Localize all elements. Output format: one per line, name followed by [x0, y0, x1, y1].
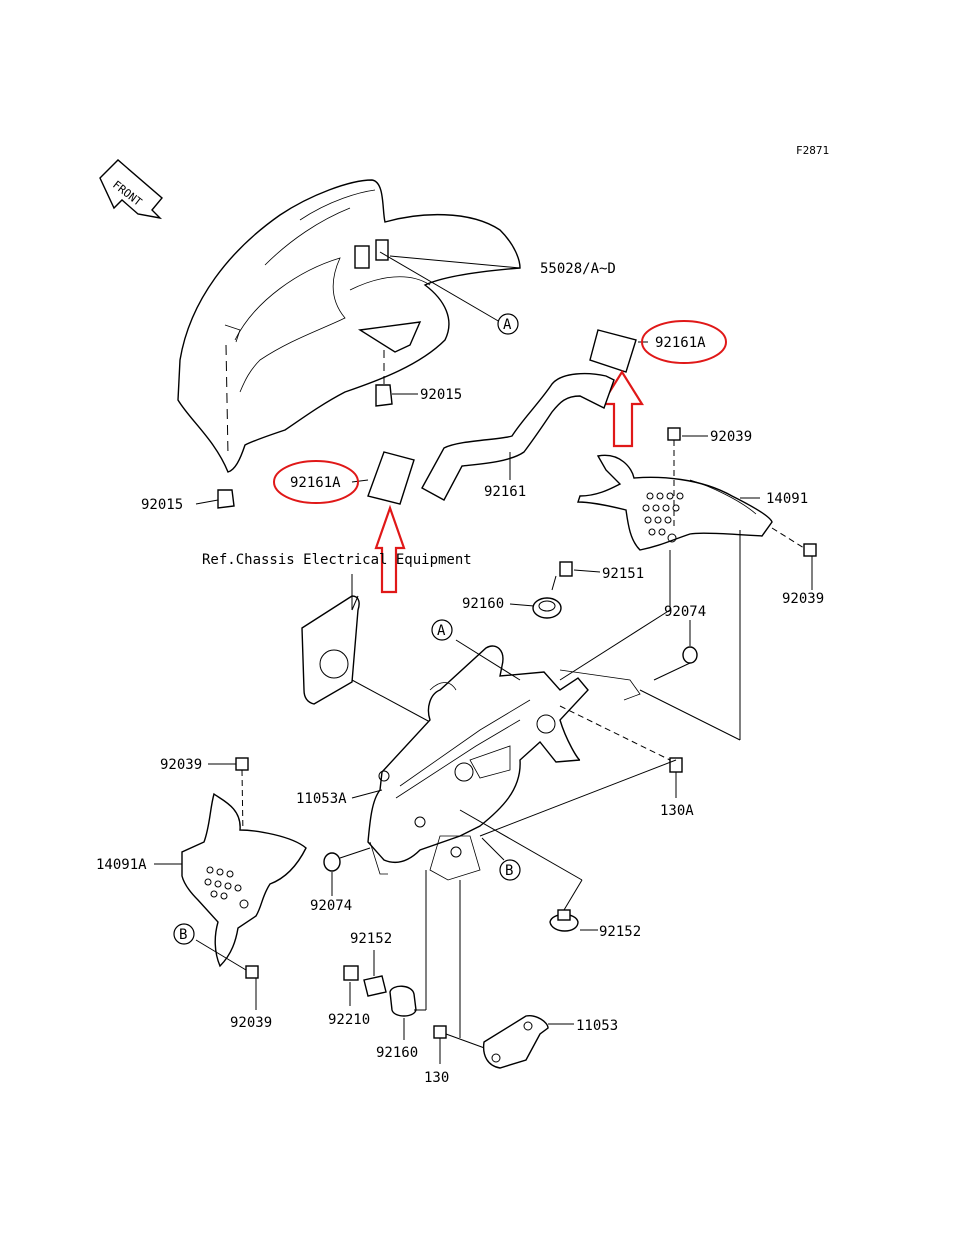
side-cover-14091-part: [577, 454, 773, 551]
tape-92161-part: [421, 372, 615, 501]
callout-B-right: B: [499, 859, 521, 881]
label-92161A-left: 92161A: [290, 475, 341, 491]
bracket-11053-part: [482, 1014, 549, 1069]
vent-holes-left: [204, 866, 242, 900]
grommet-92160-top-part: [532, 597, 562, 619]
label-55028: 55028/A~D: [540, 261, 616, 277]
bolt-130-part: [433, 1025, 491, 1051]
svg-text:A: A: [437, 623, 446, 639]
highlight-ellipse-top: [641, 320, 727, 364]
bracket-plate-part: [301, 595, 431, 723]
label-92210: 92210: [328, 1012, 370, 1028]
label-92152-right: 92152: [599, 924, 641, 940]
label-130: 130: [424, 1070, 449, 1086]
label-92161: 92161: [484, 484, 526, 500]
label-92151: 92151: [602, 566, 644, 582]
clip-92015-left-part: [217, 489, 235, 509]
ref-note: Ref.Chassis Electrical Equipment: [202, 552, 472, 568]
label-92074-left: 92074: [310, 898, 352, 914]
label-11053: 11053: [576, 1018, 618, 1034]
grommet-92160-bottom-part: [389, 985, 417, 1017]
bolt-92151-part: [551, 561, 573, 591]
label-92039-top: 92039: [710, 429, 752, 445]
label-92152-left: 92152: [350, 931, 392, 947]
upper-cowl-part: [177, 179, 521, 473]
collar-92152-right-part: [549, 909, 579, 932]
leader-lines: [154, 251, 813, 1064]
highlight-ellipse-left: [273, 460, 359, 504]
svg-text:A: A: [503, 317, 512, 333]
front-arrow-icon: FRONT: [99, 159, 163, 220]
bolt-92039-top-part: [667, 427, 681, 530]
label-92015-left: 92015: [141, 497, 183, 513]
label-14091A: 14091A: [96, 857, 147, 873]
cowl-stay-11053A-part: [367, 645, 641, 881]
label-92160-bottom: 92160: [376, 1045, 418, 1061]
label-92074-right: 92074: [664, 604, 706, 620]
collar-92152-left-part: [363, 975, 387, 997]
label-92160-top: 92160: [462, 596, 504, 612]
label-11053A: 11053A: [296, 791, 347, 807]
callout-A-top: A: [497, 313, 519, 335]
svg-text:B: B: [179, 927, 187, 943]
label-92015-mid: 92015: [420, 387, 462, 403]
vent-holes-right: [642, 492, 684, 536]
svg-text:B: B: [505, 863, 513, 879]
label-92039-left: 92039: [160, 757, 202, 773]
bolt-92039-bottom-part: [245, 965, 259, 979]
tape-92161A-top-part: [589, 329, 637, 373]
bolt-130A-part: [559, 705, 683, 773]
bushing-92210-part: [343, 965, 359, 981]
callout-A-mid: A: [431, 619, 453, 641]
clip-92015-mid-part: [375, 350, 393, 407]
label-130A: 130A: [660, 803, 694, 819]
grommet-92074-left-part: [323, 847, 371, 872]
side-cover-14091A-part: [181, 792, 307, 968]
callout-B-left: B: [173, 923, 195, 945]
label-92161A-top: 92161A: [655, 335, 706, 351]
bolt-92039-right-part: [771, 527, 817, 557]
label-92039-bottom: 92039: [230, 1015, 272, 1031]
label-92039-right: 92039: [782, 591, 824, 607]
label-14091: 14091: [766, 491, 808, 507]
grommet-92074-right-part: [653, 646, 698, 681]
highlight-arrow-up-left-icon: [374, 504, 406, 594]
tape-92161A-left-part: [367, 451, 415, 505]
figure-id: F2871: [796, 144, 829, 157]
